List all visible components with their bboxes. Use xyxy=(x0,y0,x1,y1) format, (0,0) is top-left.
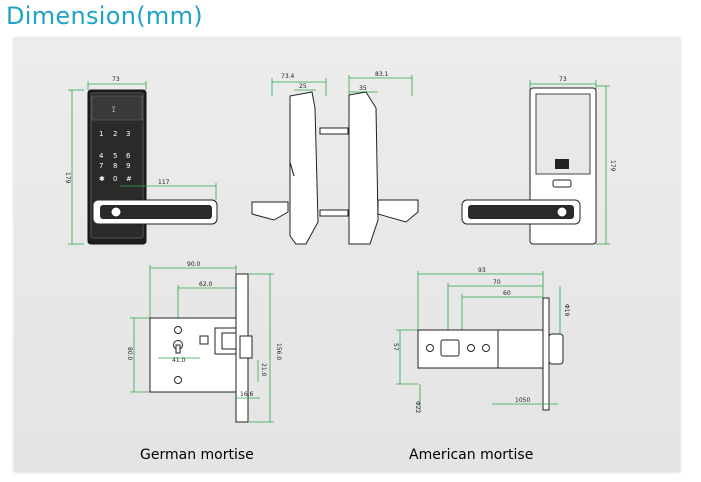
american-dia-bottom-label: Φ22 xyxy=(414,401,421,414)
german-height-label: 80.0 xyxy=(126,347,133,361)
svg-text:7: 7 xyxy=(99,162,103,170)
american-bolt-label: 1050 xyxy=(515,397,530,404)
keypad: 1 2 3 4 5 6 7 8 9 ✱ 0 # xyxy=(99,130,132,183)
side-view-right: 83.1 35 xyxy=(348,71,419,245)
svg-text:6: 6 xyxy=(126,152,131,160)
german-strike-label: 16.6 xyxy=(240,391,254,398)
svg-text:9: 9 xyxy=(126,162,130,170)
handle-length-label: 117 xyxy=(158,179,170,186)
svg-text:4: 4 xyxy=(99,152,104,160)
interior-handle-side xyxy=(251,201,289,221)
back-view: 73 179 xyxy=(461,76,616,245)
front-width-label: 73 xyxy=(112,76,120,83)
american-mortise-caption: American mortise xyxy=(409,447,533,463)
american-backset70-label: 70 xyxy=(493,279,501,286)
card-reader-icon: ⟟ xyxy=(112,105,115,115)
german-plate-width-label: 21.0 xyxy=(260,363,267,377)
side-left-depth-label: 73.4 xyxy=(281,73,295,80)
svg-text:#: # xyxy=(126,175,132,183)
german-backset-label: 62.0 xyxy=(199,281,213,288)
german-plate-length-label: 156.0 xyxy=(275,343,282,360)
page-title: Dimension(mm) xyxy=(6,2,203,30)
american-face-plate xyxy=(542,297,550,411)
exterior-handle-side xyxy=(377,199,419,223)
american-overall-label: 93 xyxy=(478,267,486,274)
side-view-left: 73.4 25 xyxy=(251,73,349,245)
front-height-label: 179 xyxy=(64,172,71,184)
interior-housing xyxy=(289,91,319,245)
side-right-depth-label: 83.1 xyxy=(375,71,389,78)
german-overall-label: 90.0 xyxy=(187,261,201,268)
american-dia-top-label: Φ19 xyxy=(563,304,570,317)
svg-text:2: 2 xyxy=(113,130,117,138)
german-mortise-caption: German mortise xyxy=(140,447,254,463)
back-height-label: 179 xyxy=(609,160,616,172)
svg-text:✱: ✱ xyxy=(99,175,105,183)
exterior-housing xyxy=(348,91,379,245)
front-view: 73 179 ⟟ 1 2 3 4 5 6 7 8 9 ✱ 0 # 117 xyxy=(64,76,218,245)
american-backset60-label: 60 xyxy=(503,290,511,297)
back-width-label: 73 xyxy=(559,76,567,83)
svg-text:0: 0 xyxy=(113,175,117,183)
side-right-neck-label: 35 xyxy=(359,85,367,92)
american-height-label: 57 xyxy=(392,343,399,351)
svg-text:8: 8 xyxy=(113,162,117,170)
german-mortise-diagram: 90.0 62.0 80.0 41.0 156.0 21.0 16.6 xyxy=(126,261,282,423)
svg-text:1: 1 xyxy=(99,130,103,138)
svg-text:5: 5 xyxy=(113,152,117,160)
side-left-neck-label: 25 xyxy=(299,83,307,90)
american-mortise-diagram: 93 70 60 57 Φ19 Φ22 1050 xyxy=(392,267,570,414)
german-center-label: 41.0 xyxy=(172,357,186,364)
svg-text:3: 3 xyxy=(126,130,130,138)
